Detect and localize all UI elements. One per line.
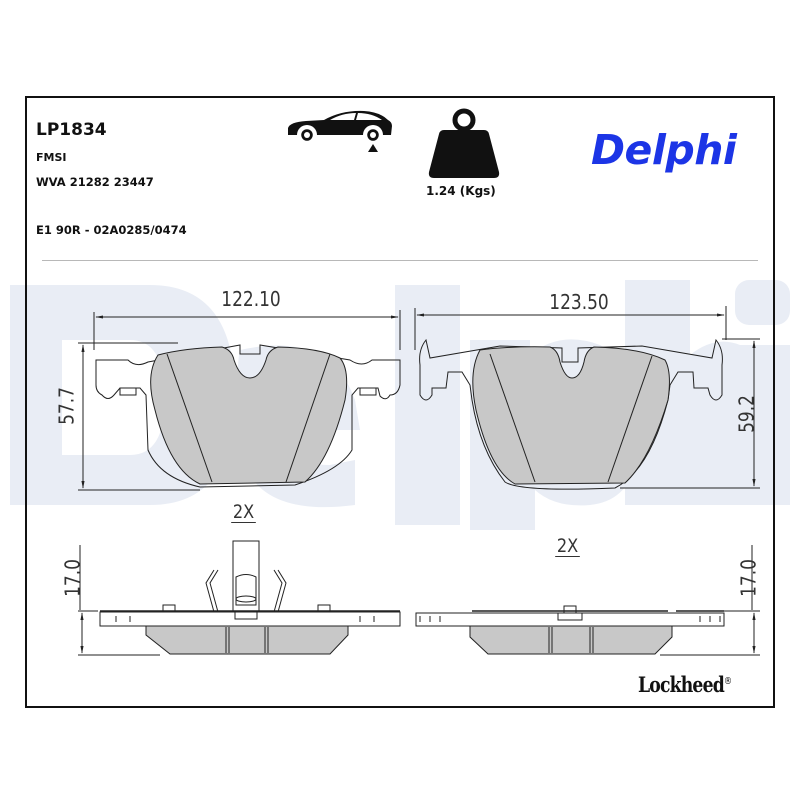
car-rear-axle-icon [288,110,392,152]
approval-number: E1 90R - 02A0285/0474 [36,223,187,237]
registered-mark: ® [723,676,732,687]
left-thickness: 17.0 [60,559,85,597]
left-pad-height: 57.7 [54,387,79,425]
drawing-frame [25,96,775,708]
right-pad-width: 123.50 [549,290,609,314]
wva-number: WVA 21282 23447 [36,175,154,189]
right-pad-quantity: 2X [555,535,580,557]
part-number: LP1834 [36,120,107,140]
weight-icon [428,108,500,178]
delphi-logo: Delphi [591,126,737,174]
weight-value: 1.24 (Kgs) [426,184,496,198]
left-pad-quantity: 2X [231,501,256,523]
right-thickness: 17.0 [736,559,761,597]
fmsi-label: FMSI [36,151,67,164]
left-pad-width: 122.10 [221,287,281,311]
lockheed-logo: Lockheed® [638,672,732,697]
lockheed-name: Lockheed [638,672,725,697]
right-pad-height: 59.2 [734,395,759,433]
header-divider [42,260,758,261]
